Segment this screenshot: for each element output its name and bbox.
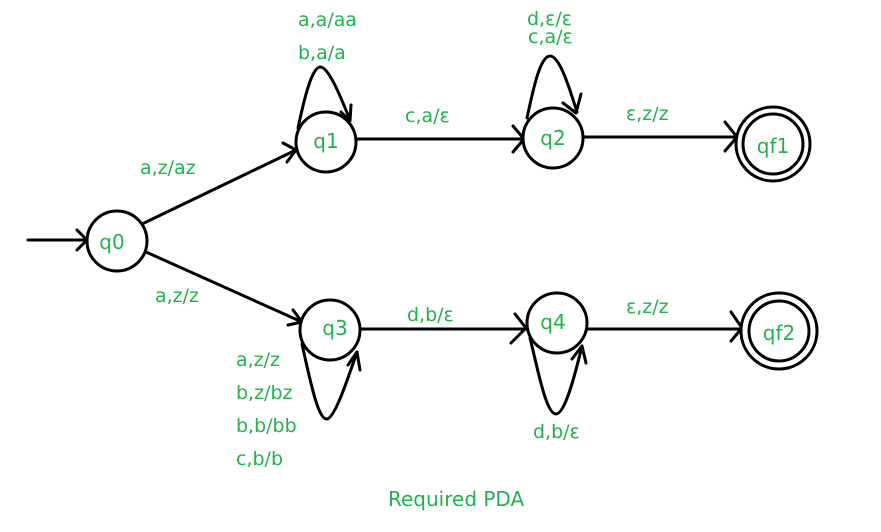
edge-q3-q3: a,z/z b,z/bz b,b/bb c,b/b xyxy=(236,342,362,470)
edge-label-q2-qf1: ε,z/z xyxy=(626,103,669,125)
state-label-q4: q4 xyxy=(540,310,565,334)
state-q3: q3 xyxy=(298,298,362,362)
state-qf1: qf1 xyxy=(734,105,812,183)
edge-label-q1-q2: c,a/ε xyxy=(405,105,450,127)
state-q0: q0 xyxy=(85,209,149,273)
state-q2: q2 xyxy=(521,106,585,170)
edge-label-q0-q3: a,z/z xyxy=(155,285,199,307)
edge-q0-q1: a,z/az xyxy=(140,141,298,226)
edge-q2-q2: d,ε/ε c,a/ε xyxy=(525,8,583,120)
edge-q1-q1: a,a/aa b,a/a xyxy=(296,9,357,130)
edge-label-q4-q4: d,b/ε xyxy=(533,421,580,443)
state-label-qf2: qf2 xyxy=(763,321,795,345)
state-q4: q4 xyxy=(525,291,589,355)
edge-label-q3-q3-3: b,b/bb xyxy=(236,415,297,437)
start-arrow xyxy=(26,228,89,252)
edge-label-q3-q4: d,b/ε xyxy=(407,304,454,326)
state-label-qf1: qf1 xyxy=(757,134,789,158)
edge-label-q2-q2-1: d,ε/ε xyxy=(527,8,572,30)
edge-q3-q4: d,b/ε xyxy=(359,304,528,345)
edge-q0-q3: a,z/z xyxy=(144,250,304,327)
edge-label-q3-q3-4: c,b/b xyxy=(236,448,283,470)
edge-q4-q4: d,b/ε xyxy=(528,336,588,443)
state-label-q2: q2 xyxy=(540,126,565,150)
edge-label-q4-qf2: ε,z/z xyxy=(626,296,669,318)
state-label-q1: q1 xyxy=(313,129,338,153)
state-label-q3: q3 xyxy=(322,316,347,340)
edge-label-q2-q2-2: c,a/ε xyxy=(528,26,573,48)
edge-label-q3-q3-2: b,z/bz xyxy=(236,382,293,404)
state-qf2: qf2 xyxy=(739,291,819,371)
state-q1: q1 xyxy=(294,110,358,174)
edge-q1-q2: c,a/ε xyxy=(354,105,526,154)
edge-label-q1-q1-2: b,a/a xyxy=(298,42,346,64)
edge-label-q1-q1-1: a,a/aa xyxy=(298,9,357,31)
edge-label-q0-q1: a,z/az xyxy=(140,157,196,179)
edge-label-q3-q3-1: a,z/z xyxy=(236,349,280,371)
edge-q2-qf1: ε,z/z xyxy=(581,103,739,153)
diagram-caption: Required PDA xyxy=(388,487,524,511)
edge-q4-qf2: ε,z/z xyxy=(586,296,744,343)
state-label-q0: q0 xyxy=(99,230,124,254)
